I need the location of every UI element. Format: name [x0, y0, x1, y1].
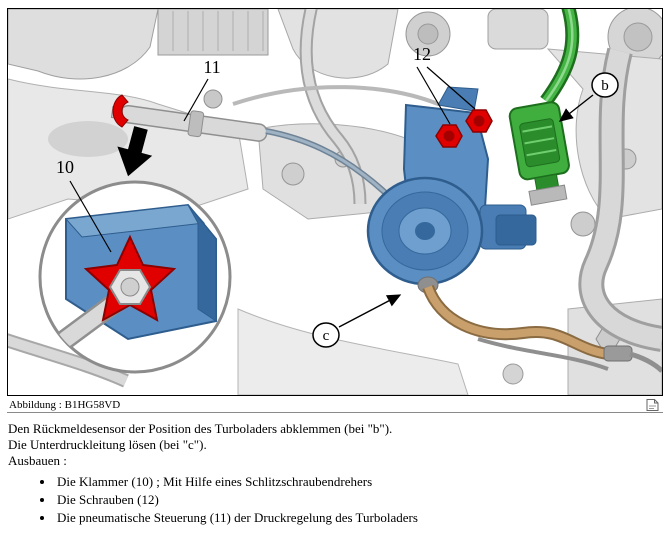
removal-steps-list: Die Klammer (10) ; Mit Hilfe eines Schli… [55, 474, 664, 526]
label-10: 10 [56, 157, 74, 177]
callouts: 11 12 10 b c [56, 44, 619, 348]
label-12: 12 [413, 44, 431, 64]
annotation-icon[interactable] [645, 398, 661, 412]
list-item: Die pneumatische Steuerung (11) der Druc… [55, 510, 664, 526]
label-11: 11 [203, 57, 220, 77]
vacuum-hose-c [422, 284, 662, 373]
turbocharger-illustration: 11 12 10 b c [8, 9, 662, 395]
instruction-line-3: Ausbauen : [8, 453, 67, 468]
pointer-arrow [117, 126, 153, 177]
figure-caption: Abbildung : B1HG58VD [9, 398, 121, 411]
clamp-nuts-12 [435, 109, 493, 148]
rod-clamp-red [112, 94, 129, 128]
label-b: b [601, 78, 609, 94]
instruction-line-2: Die Unterdruckleitung lösen (bei "c"). [8, 437, 207, 452]
list-item: Die Klammer (10) ; Mit Hilfe eines Schli… [55, 474, 664, 490]
instructions: Den Rückmeldesensor der Position des Tur… [8, 421, 664, 528]
figure-caption-row: Abbildung : B1HG58VD [7, 397, 663, 413]
figure-frame: 11 12 10 b c [7, 8, 663, 396]
position-sensor-connector-b [508, 9, 580, 206]
turbo-actuator [366, 86, 537, 294]
instruction-line-1: Den Rückmeldesensor der Position des Tur… [8, 421, 393, 436]
detail-inset [38, 180, 232, 374]
label-c: c [323, 328, 330, 344]
list-item: Die Schrauben (12) [55, 492, 664, 508]
